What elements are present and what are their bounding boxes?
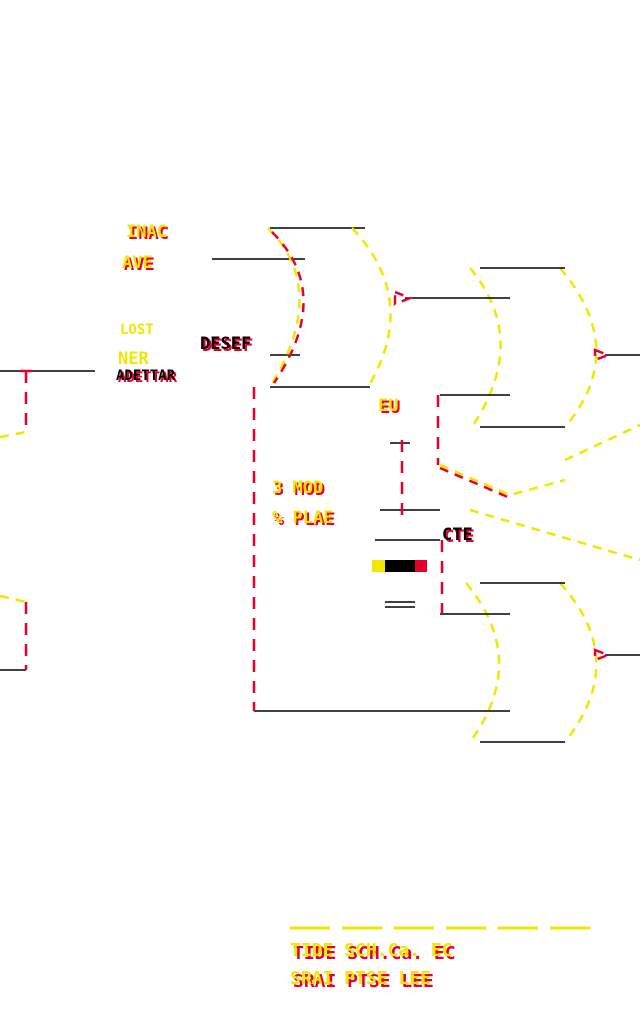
gate-2-body: [469, 267, 598, 428]
diagonal-traces: [0, 423, 640, 604]
gate-3-out-bubble: [593, 648, 612, 662]
gate-1-body: [267, 227, 392, 388]
title-block: TIDE SCH.Ca. EC TIDE SCH.Ca. EC SRAI PTS…: [290, 926, 598, 992]
label-mux-1-shadow: EU: [380, 398, 400, 418]
title-line-1-shadow: TIDE SCH.Ca. EC: [293, 943, 456, 964]
gate-group-3: [465, 582, 598, 743]
trace-diag-1: [439, 463, 566, 497]
gate-group-2: [469, 267, 598, 428]
title-line-1: TIDE SCH.Ca. EC: [290, 940, 453, 961]
label-input-d-shadow: ADETTAR: [118, 370, 178, 386]
title-line-2: SRAI PTSE LEE: [290, 968, 431, 989]
inner-wires: [254, 267, 640, 743]
label-mux-2-shadow: CTE: [444, 527, 475, 547]
mux-fill-yellow: [372, 560, 385, 572]
label-input-a-shadow: INAC: [128, 224, 169, 244]
gate-1-shadow: [271, 231, 305, 384]
trace-left-b: [0, 594, 27, 604]
label-input-b: AVE: [122, 253, 153, 273]
gate-group-1: [267, 227, 392, 388]
label-input-c-mid: DESEF: [200, 334, 251, 354]
label-input-c-top: LOST: [120, 322, 154, 338]
label-center-1: 3 MOD: [272, 478, 323, 498]
mux-fill-black: [385, 560, 415, 572]
trace-left-a: [0, 430, 27, 439]
mux-fill-red: [415, 560, 427, 572]
trace-diag-4: [564, 423, 640, 462]
label-center-2: % PLAE: [272, 508, 333, 528]
input-wires: [0, 227, 370, 671]
mux-triangle: [393, 290, 414, 306]
label-input-d: ADETTAR: [116, 368, 176, 384]
label-mux-2: CTE: [442, 525, 473, 545]
label-center-1-shadow: 3 MOD: [274, 480, 325, 500]
signal-labels: INAC INAC AVE AVE LOST DESEF DESEF NER A…: [116, 222, 475, 547]
title-line-2-shadow: SRAI PTSE LEE: [293, 971, 434, 992]
trace-diag-3: [469, 508, 640, 562]
dashed-buses: [20, 369, 444, 711]
label-input-c-sub: NER: [118, 349, 149, 369]
gate-3-body: [465, 582, 598, 743]
gate-2-out-bubble: [593, 348, 612, 362]
trace-diag-2: [439, 466, 511, 500]
label-input-a: INAC: [126, 222, 167, 242]
mux-block: [372, 290, 612, 662]
label-mux-1: EU: [378, 396, 398, 416]
label-center-2-shadow: % PLAE: [274, 510, 335, 530]
label-input-b-shadow: AVE: [124, 255, 155, 275]
label-input-c-mid-shadow: DESEF: [202, 336, 253, 356]
